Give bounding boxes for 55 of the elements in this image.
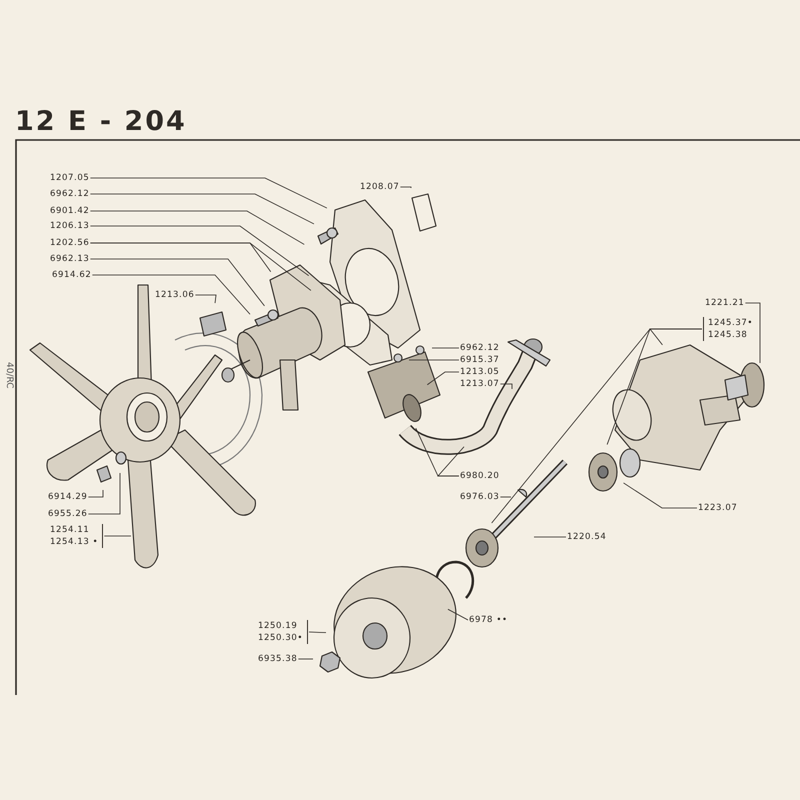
leader-line <box>744 302 760 364</box>
part-number: 6935.38 <box>258 653 298 665</box>
part-number: 6955.26 <box>48 508 88 520</box>
part-number: 6978 •• <box>469 614 508 626</box>
leader-line <box>534 536 566 538</box>
part-number: 1213.05 <box>460 366 500 378</box>
part-number: 6980.20 <box>460 470 500 482</box>
part-number: 1207.05 <box>50 172 90 184</box>
leader-line <box>491 328 702 524</box>
part-number-bracket <box>50 524 104 548</box>
leader-line <box>500 384 512 390</box>
part-number: 6962.12 <box>50 188 90 200</box>
part-number: 1213.06 <box>155 289 194 301</box>
leader-line <box>90 178 328 208</box>
leader-line <box>92 274 250 315</box>
margin-note: 40/RC <box>4 362 14 389</box>
page-title: 12 E - 204 <box>15 106 187 137</box>
leader-line <box>90 242 312 291</box>
part-number: 1250.30• <box>258 632 303 644</box>
part-number: 1254.13 • <box>50 536 98 548</box>
part-number: 6914.62 <box>52 269 92 281</box>
part-number: 1220.54 <box>567 531 606 543</box>
part-number: 6914.29 <box>48 491 88 503</box>
part-number: 6901.42 <box>50 205 90 217</box>
leader-line <box>448 608 468 620</box>
part-number: 1245.38 <box>708 329 748 341</box>
part-number: 6962.13 <box>50 253 90 265</box>
leader-line <box>400 186 412 188</box>
leader-line <box>194 294 216 304</box>
leader-line <box>88 472 120 514</box>
leader-line <box>426 372 460 386</box>
leader-line <box>437 446 464 476</box>
part-number: 6976.03 <box>460 491 500 503</box>
leader-line <box>623 482 698 508</box>
part-number: 1245.37• <box>708 317 753 329</box>
leader-line <box>500 496 512 498</box>
part-number: 1221.21 <box>705 297 744 309</box>
part-number: 1223.07 <box>698 502 738 514</box>
part-number-bracket <box>703 317 753 341</box>
leader-line <box>90 194 314 224</box>
leader-line <box>90 258 265 306</box>
part-number-bracket <box>258 620 308 644</box>
leader-line <box>298 658 314 660</box>
part-number: 1254.11 <box>50 524 90 536</box>
part-number: 6962.12 <box>460 342 500 354</box>
part-number: 6915.37 <box>460 354 500 366</box>
leader-line <box>90 210 305 245</box>
leader-line <box>90 226 310 276</box>
leader-line <box>308 632 326 634</box>
part-number: 1208.07 <box>360 181 400 193</box>
part-number: 1250.19 <box>258 620 298 632</box>
leader-line <box>88 490 104 498</box>
part-number: 1202.56 <box>50 237 90 249</box>
part-number: 1213.07 <box>460 378 500 390</box>
part-number: 1206.13 <box>50 220 90 232</box>
